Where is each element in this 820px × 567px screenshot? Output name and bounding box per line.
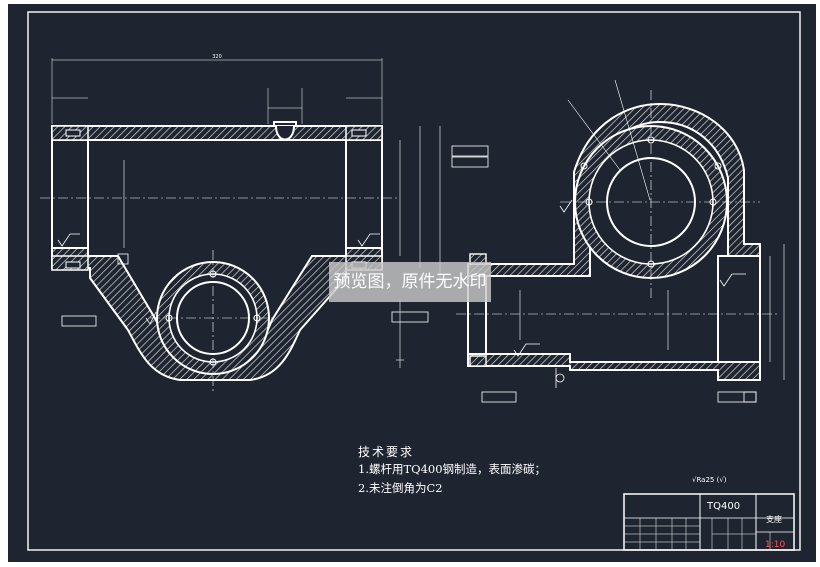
drawing-scale: 1:10 <box>765 540 786 550</box>
svg-text:320: 320 <box>212 54 222 60</box>
roughness-note: √Ra25 (√) <box>692 476 727 484</box>
technical-requirement-note: 1.螺杆用TQ400钢制造，表面渗碳； <box>358 462 547 476</box>
right-section-view <box>456 79 785 403</box>
title-block <box>623 493 795 551</box>
sheet-frame <box>27 11 801 551</box>
drawing-code: TQ400 <box>707 501 741 512</box>
technical-requirement-note: 2.未注倒角为C2 <box>358 481 443 495</box>
watermark-label: 预览图，原件无水印 <box>329 262 491 302</box>
left-section-view: 320 <box>40 54 489 392</box>
technical-requirements-title: 技术要求 <box>358 445 415 459</box>
part-name: 支座 <box>766 515 782 524</box>
